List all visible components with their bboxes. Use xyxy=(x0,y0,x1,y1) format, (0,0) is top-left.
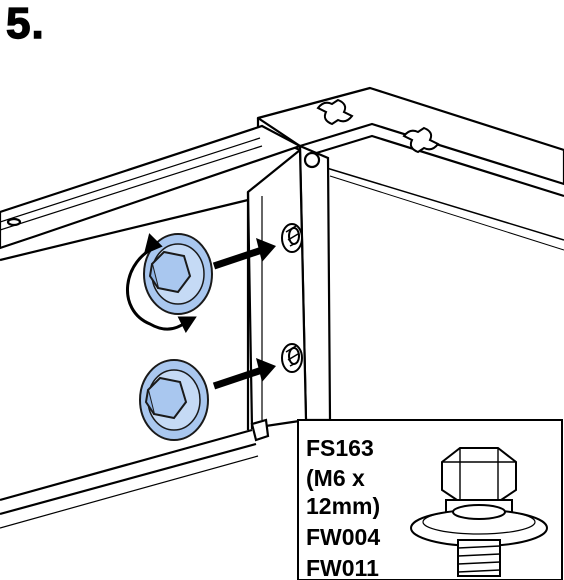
rotation-arrow-icon xyxy=(126,233,197,333)
parts-callout: FS163 (M6 x 12mm) FW004 FW011 xyxy=(297,419,563,580)
part-code-washer: FW004 xyxy=(306,524,380,550)
left-frame-rail xyxy=(0,124,303,250)
bolt-hole xyxy=(281,223,303,373)
keyhole-slot-icon xyxy=(316,98,440,154)
part-bolt-length: 12mm) xyxy=(306,493,380,519)
corner-post xyxy=(246,144,332,430)
bolt-icon xyxy=(139,359,209,441)
part-bolt-size: (M6 x xyxy=(306,465,365,491)
bolt-icon xyxy=(143,233,213,315)
step-number: 5. xyxy=(5,0,45,48)
part-code-bolt: FS163 xyxy=(306,435,374,461)
part-code-washer-2: FW011 xyxy=(306,555,379,580)
insert-arrow-icon xyxy=(212,238,276,390)
back-panel xyxy=(0,198,270,529)
washer-icon xyxy=(410,504,548,577)
bolt-icon xyxy=(441,447,517,513)
